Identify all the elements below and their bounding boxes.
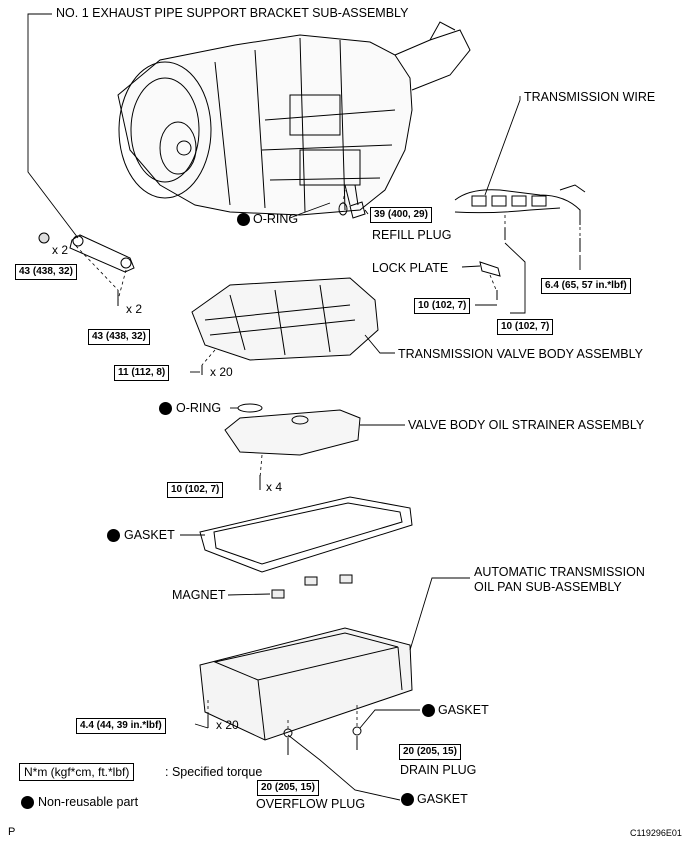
dashed-guides	[75, 189, 581, 730]
footer-left: P	[8, 826, 16, 838]
exhaust-bracket-drawing	[38, 232, 135, 306]
gasket-drawing	[199, 496, 413, 573]
oil-pan-label-1: AUTOMATIC TRANSMISSION	[474, 565, 645, 579]
refill-plug-label: REFILL PLUG	[372, 228, 452, 242]
valve-body-qty: x 20	[210, 365, 233, 379]
transmission-wire-drawing	[454, 184, 586, 300]
strainer-qty: x 4	[266, 480, 283, 494]
drain-plug-label: DRAIN PLUG	[400, 763, 477, 777]
leader-lines	[27, 13, 581, 801]
o-ring-top-label: O-RING	[253, 212, 299, 226]
transmission-case-drawing	[117, 21, 471, 216]
overflow-torque: 20 (205, 15)	[257, 780, 319, 796]
overflow-plug-label: OVERFLOW PLUG	[256, 797, 366, 811]
bracket-label: NO. 1 EXHAUST PIPE SUPPORT BRACKET SUB-A…	[56, 6, 409, 20]
valve-body-drawing	[191, 277, 379, 375]
bracket-bolt-qty: x 2	[126, 302, 143, 316]
non-reusable-dot-icon	[422, 704, 435, 717]
non-reusable-legend-dot-icon	[21, 796, 34, 809]
oil-pan-drawing	[199, 627, 413, 755]
non-reusable-dot-icon	[159, 402, 172, 415]
gasket-right-label: GASKET	[438, 703, 489, 717]
strainer-label: VALVE BODY OIL STRAINER ASSEMBLY	[408, 418, 645, 432]
strainer-torque: 10 (102, 7)	[167, 482, 224, 498]
oil-pan-qty: x 20	[216, 718, 239, 732]
lock-plate-torque: 10 (102, 7)	[414, 298, 471, 314]
bracket-bottom-torque: 43 (438, 32)	[88, 329, 150, 345]
magnet-label: MAGNET	[172, 588, 226, 602]
non-reusable-dot-icon	[237, 213, 250, 226]
drain-torque: 20 (205, 15)	[399, 744, 461, 760]
valve-body-torque: 11 (112, 8)	[114, 365, 170, 381]
torque-desc-legend: : Specified torque	[165, 765, 263, 779]
non-reusable-dot-icon	[107, 529, 120, 542]
oil-pan-torque: 4.4 (44, 39 in.*lbf)	[76, 718, 166, 734]
figure-code: C119296E01	[630, 828, 682, 838]
gasket-bottom-label: GASKET	[417, 792, 468, 806]
wire-small-torque: 6.4 (65, 57 in.*lbf)	[541, 278, 631, 294]
wire-bolt-torque: 10 (102, 7)	[497, 319, 554, 335]
valve-body-label: TRANSMISSION VALVE BODY ASSEMBLY	[398, 347, 643, 361]
transmission-wire-label: TRANSMISSION WIRE	[524, 90, 656, 104]
oil-pan-label-2: OIL PAN SUB-ASSEMBLY	[474, 580, 622, 594]
lock-plate-label: LOCK PLATE	[372, 261, 449, 275]
refill-torque: 39 (400, 29)	[370, 207, 432, 223]
bracket-left-torque: 43 (438, 32)	[15, 264, 77, 280]
bracket-nut-qty: x 2	[52, 243, 69, 257]
strainer-drawing	[224, 409, 361, 490]
torque-unit-legend: N*m (kgf*cm, ft.*lbf)	[19, 763, 135, 781]
non-reusable-legend: Non-reusable part	[38, 795, 139, 809]
o-ring-mid-label: O-RING	[176, 401, 222, 415]
gasket-top-label: GASKET	[124, 528, 175, 542]
non-reusable-dot-icon	[401, 793, 414, 806]
